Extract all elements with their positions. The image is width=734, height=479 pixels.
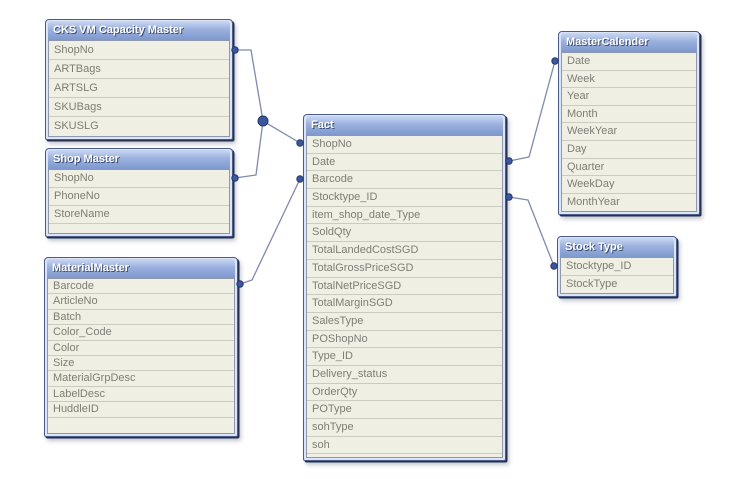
field-row: Quarter <box>562 159 696 177</box>
field-row: Color_Code <box>48 325 234 341</box>
field-row: soh <box>307 437 502 455</box>
field-row: StockType <box>566 277 618 290</box>
connector-line <box>234 120 264 179</box>
field-row: item_shop_date_Type <box>307 207 502 225</box>
connector-line <box>235 49 264 122</box>
field-row: ArticleNo <box>48 294 234 310</box>
connector-line <box>262 120 301 144</box>
field-row: PhoneNo <box>49 188 229 206</box>
table-title: Fact <box>311 119 334 131</box>
field-row: SKUBags <box>49 98 229 117</box>
field-row: ShopNo <box>49 170 229 188</box>
table-title: MasterCalender <box>566 36 649 48</box>
table-title-bar[interactable]: MasterCalender <box>561 33 697 52</box>
field-row: Date <box>307 154 502 172</box>
field-row: Barcode <box>48 279 234 295</box>
key-field-dot <box>505 193 513 201</box>
table-title: Stock Type <box>565 241 623 253</box>
table-title-bar[interactable]: MaterialMaster <box>47 259 235 278</box>
field-row: Size <box>48 356 234 372</box>
table-title: MaterialMaster <box>52 262 130 274</box>
field-row: Color <box>48 341 234 356</box>
field-row: ARTBags <box>49 60 229 79</box>
field-row: Day <box>562 141 696 159</box>
join-junction-dot <box>257 115 269 127</box>
field-row: TotalMarginSGD <box>307 295 502 313</box>
field-row: LabelDesc <box>48 387 234 403</box>
table-title-bar[interactable]: Shop Master <box>48 150 230 169</box>
connector-line <box>508 196 555 267</box>
field-row: Delivery_status <box>307 366 502 384</box>
connector-line <box>239 178 301 285</box>
field-row: Stocktype_ID <box>307 189 502 207</box>
field-row: SoldQty <box>307 224 502 243</box>
field-row: MonthYear <box>567 195 620 208</box>
field-row: Month <box>562 106 696 124</box>
field-row: ShopNo <box>307 136 502 154</box>
table-title-bar[interactable]: Stock Type <box>560 238 674 257</box>
field-row: ShopNo <box>49 41 229 60</box>
connector-line <box>508 60 556 162</box>
table-title: CKS VM Capacity Master <box>53 24 184 36</box>
field-row: Batch <box>48 310 234 326</box>
field-row: Barcode <box>307 171 502 190</box>
field-row: Year <box>562 88 696 106</box>
field-row: OrderQty <box>307 384 502 402</box>
field-row: POShopNo <box>307 331 502 349</box>
field-row: POType <box>307 401 502 419</box>
field-row: Week <box>562 71 696 89</box>
field-row: Type_ID <box>307 348 502 366</box>
field-row: SKUSLG <box>54 120 99 132</box>
field-row: SalesType <box>307 313 502 331</box>
field-row: Date <box>562 53 696 71</box>
field-row: TotalLandedCostSGD <box>307 242 502 260</box>
field-row: sohType <box>307 419 502 437</box>
field-row: HuddleID <box>48 402 234 418</box>
field-row: StoreName <box>49 206 229 224</box>
field-row: TotalNetPriceSGD <box>307 278 502 296</box>
table-title-bar[interactable]: CKS VM Capacity Master <box>48 21 230 40</box>
field-row: WeekDay <box>562 176 696 194</box>
field-row: WeekYear <box>562 123 696 141</box>
key-field-dot <box>505 157 513 165</box>
field-row: ARTSLG <box>49 79 229 98</box>
field-row: TotalGrossPriceSGD <box>307 260 502 278</box>
table-title: Shop Master <box>53 153 120 165</box>
table-title-bar[interactable]: Fact <box>306 116 503 135</box>
field-row: Stocktype_ID <box>561 258 673 276</box>
field-row: MaterialGrpDesc <box>48 371 234 387</box>
